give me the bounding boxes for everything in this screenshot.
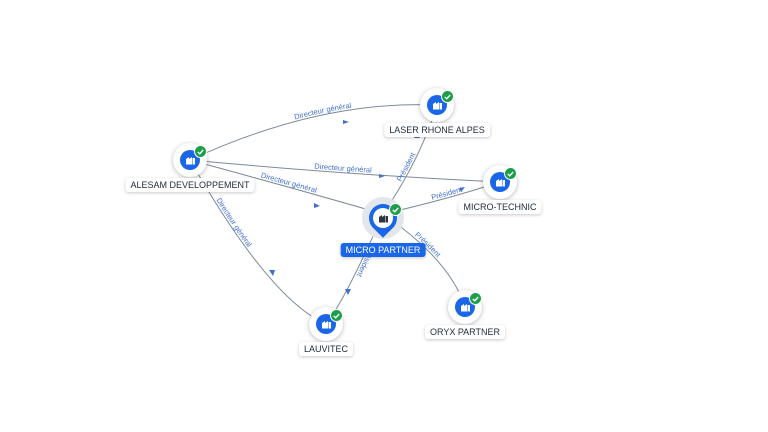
svg-text:Directeur général: Directeur général	[215, 196, 254, 249]
check-icon	[441, 90, 454, 103]
edge-label-alesam-lauvitec: Directeur général	[215, 196, 254, 249]
check-icon	[469, 292, 482, 305]
check-icon	[194, 145, 207, 158]
edge-arrow	[343, 120, 349, 124]
edge-label-alesam-micropartner: Directeur général	[260, 171, 318, 195]
edge-label-alesam-microtechnic: Directeur général	[314, 162, 372, 175]
edge-label-micropartner-laser: Président	[395, 150, 418, 183]
edge-label-micropartner-microtechnic: Président	[430, 184, 464, 201]
node-label: MICRO PARTNER	[340, 243, 426, 257]
edge-arrow	[459, 187, 465, 192]
svg-text:Président: Président	[430, 184, 464, 201]
node-label: LAUVITEC	[298, 342, 354, 356]
edge-arrow	[269, 270, 275, 276]
node-label: LASER RHONE ALPES	[384, 123, 490, 137]
check-icon	[389, 203, 402, 216]
svg-text:Directeur général: Directeur général	[260, 171, 318, 195]
building-icon	[373, 208, 393, 228]
edge-alesam-microtechnic[interactable]: Directeur général	[189, 159, 501, 183]
node-label: MICRO-TECHNIC	[458, 200, 542, 214]
node-label: ORYX PARTNER	[424, 325, 506, 339]
check-icon	[504, 167, 517, 180]
check-icon	[330, 309, 343, 322]
edge-arrow	[379, 174, 385, 178]
svg-text:Directeur général: Directeur général	[314, 162, 372, 175]
node-label: ALESAM DEVELOPPEMENT	[125, 178, 255, 192]
edge-arrow	[314, 203, 320, 208]
edge-arrow	[345, 289, 351, 295]
svg-text:Président: Président	[395, 150, 418, 183]
